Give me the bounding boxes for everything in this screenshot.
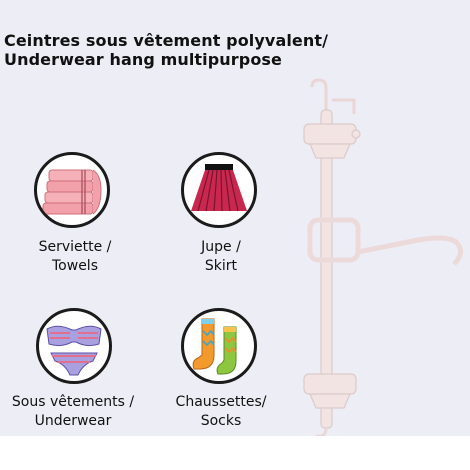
socks-icon — [192, 318, 237, 375]
skirt-icon — [191, 164, 247, 212]
skirt-label: Jupe / Skirt — [166, 238, 276, 276]
skirt-label-english: Skirt — [204, 258, 238, 274]
underwear-label: Sous vêtements / Underwear — [4, 393, 142, 431]
socks-label-french: Chaussettes/ — [175, 394, 267, 410]
title-line-english: Underwear hang multipurpose — [4, 50, 283, 69]
underwear-set-icon — [46, 325, 102, 376]
skirt-circle — [181, 152, 257, 228]
skirt-label-french: Jupe / — [201, 239, 241, 255]
underwear-label-english: Underwear — [34, 413, 112, 429]
underwear-circle — [36, 308, 112, 384]
towels-label-french: Serviette / — [38, 239, 112, 255]
bottom-strip — [0, 436, 470, 470]
folded-towels-icon — [42, 169, 102, 215]
clip-hanger-icon — [303, 78, 463, 438]
towels-label-english: Towels — [52, 258, 98, 274]
towels-circle — [34, 152, 110, 228]
title-line-french: Ceintres sous vêtement polyvalent/ — [4, 31, 329, 50]
underwear-label-french: Sous vêtements / — [11, 394, 135, 410]
page-title: Ceintres sous vêtement polyvalent/ Under… — [4, 31, 444, 69]
socks-circle — [181, 308, 257, 384]
socks-label-english: Socks — [200, 413, 242, 429]
towels-label: Serviette / Towels — [20, 238, 130, 276]
socks-label: Chaussettes/ Socks — [158, 393, 284, 431]
